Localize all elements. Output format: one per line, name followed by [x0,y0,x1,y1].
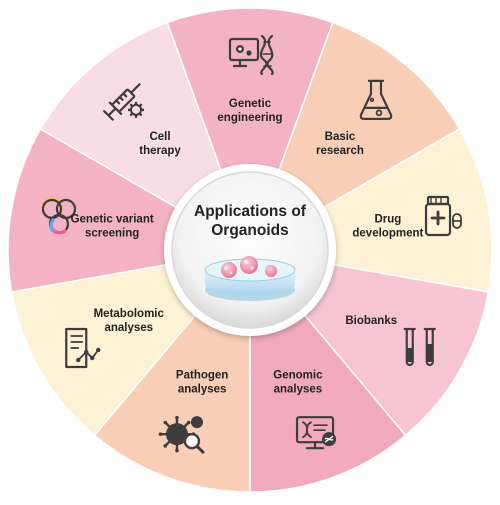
center-hub: Applications of Organoids [164,164,336,336]
segment-label-genetic-engineering-1: Genetic [229,98,272,110]
virus-magnifier-icon [158,415,205,454]
pill-bottle-icon [424,195,462,237]
title-line-2: Organoids [211,222,289,239]
petri-dish-icon [204,256,296,301]
segment-label-metabolomic-analyses-2: analyses [104,322,153,334]
segment-cell-therapy: Cell therapy [39,21,223,210]
segment-genetic-variant-screening: Genetic variant screening [7,127,179,293]
monitor-dna-icon [228,34,274,76]
segment-label-genetic-engineering-2: engineering [217,112,282,124]
segment-genomic-analyses: Genomic analyses [249,313,407,493]
segment-genetic-engineering: Genetic engineering [166,7,334,173]
segment-label-drug-development-2: development [352,228,423,240]
segment-label-genetic-variant-screening-1: Genetic variant [71,214,154,226]
segment-pathogen-analyses: Pathogen analyses [93,313,251,493]
flask-icon [359,79,393,120]
syringe-gear-icon [103,83,145,121]
segment-label-genomic-analyses-2: analyses [274,384,323,396]
segment-label-biobanks-1: Biobanks [345,315,397,327]
segment-label-cell-therapy-1: Cell [149,131,170,143]
segment-label-basic-research-2: research [316,145,364,157]
hub-disc [171,171,329,329]
segment-label-cell-therapy-2: therapy [139,145,181,157]
segment-metabolomic-analyses: Metabolomic analyses [10,263,198,437]
monitor-dna-analysis-icon [295,416,337,450]
segment-label-metabolomic-analyses-1: Metabolomic [94,308,165,320]
segment-label-drug-development-1: Drug [374,214,401,226]
title-line-1: Applications of [194,203,307,220]
organoid-cluster [221,256,277,278]
three-circles-icon [41,197,77,235]
test-tubes-icon [403,327,436,367]
segment-label-genomic-analyses-1: Genomic [273,370,323,382]
segment-label-basic-research-1: Basic [325,131,356,143]
segment-label-pathogen-analyses-1: Pathogen [176,370,228,382]
segment-label-pathogen-analyses-2: analyses [178,384,227,396]
document-chart-icon [65,327,101,369]
segment-label-genetic-variant-screening-2: screening [85,228,139,240]
